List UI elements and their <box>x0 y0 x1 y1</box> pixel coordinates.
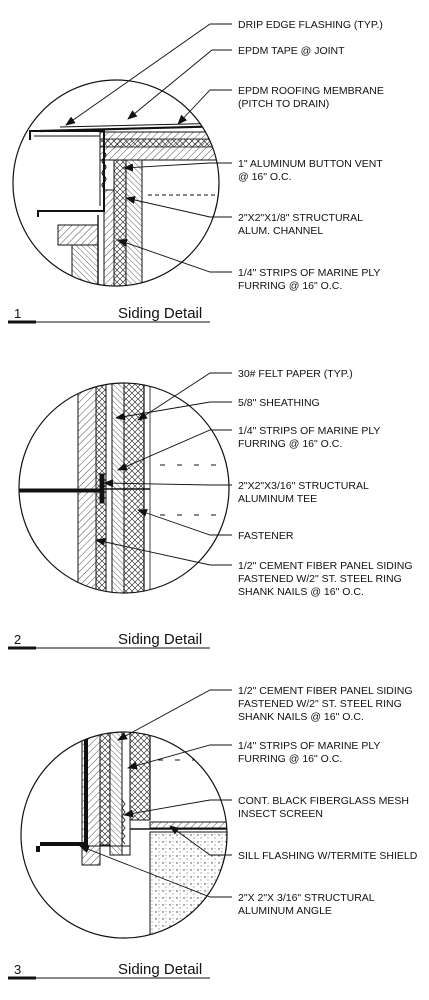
detail-1-label-4-line-1: 1" ALUMINUM BUTTON VENT <box>238 158 383 170</box>
detail-2-label-4-line-2: ALUMINUM TEE <box>238 493 317 505</box>
detail-1: DRIP EDGE FLASHING (TYP.) EPDM TAPE @ JOI… <box>8 19 384 324</box>
detail-1-title-block: 1 Siding Detail <box>8 305 210 324</box>
detail-1-labels: DRIP EDGE FLASHING (TYP.) EPDM TAPE @ JOI… <box>238 19 384 292</box>
detail-3-label-2-line-2: FURRING @ 16" O.C. <box>238 753 342 765</box>
detail-1-section-drawing <box>29 122 219 286</box>
detail-2-label-2-line-1: 5/8" SHEATHING <box>238 397 320 409</box>
detail-3-label-3-line-1: CONT. BLACK FIBERGLASS MESH <box>238 795 409 807</box>
detail-3-label-2-line-1: 1/4" STRIPS OF MARINE PLY <box>238 740 380 752</box>
detail-1-title: Siding Detail <box>118 305 202 322</box>
detail-1-label-5-line-2: ALUM. CHANNEL <box>238 225 323 237</box>
detail-1-number: 1 <box>14 306 21 321</box>
detail-2-labels: 30# FELT PAPER (TYP.) 5/8" SHEATHING 1/4" … <box>238 368 413 598</box>
detail-3-label-1-line-1: 1/2" CEMENT FIBER PANEL SIDING <box>238 685 413 697</box>
detail-1-circle <box>12 79 220 287</box>
detail-1-label-6-line-1: 1/4" STRIPS OF MARINE PLY <box>238 267 380 279</box>
detail-1-label-3-line-2: (PITCH TO DRAIN) <box>238 98 329 110</box>
detail-3-label-1-line-3: SHANK NAILS @ 16" O.C. <box>238 711 364 723</box>
detail-3-label-5-line-2: ALUMINUM ANGLE <box>238 905 332 917</box>
detail-2-label-6-line-3: SHANK NAILS @ 16" O.C. <box>238 586 364 598</box>
detail-3-label-5-line-1: 2"X 2"X 3/16" STRUCTURAL <box>238 892 375 904</box>
detail-2-label-4-line-1: 2"X2"X3/16" STRUCTURAL <box>238 480 369 492</box>
detail-2-circle <box>18 382 230 594</box>
detail-2-label-5-line-1: FASTENER <box>238 530 294 542</box>
detail-1-label-4-line-2: @ 16" O.C. <box>238 171 291 183</box>
detail-3-label-3-line-2: INSECT SCREEN <box>238 808 323 820</box>
detail-2-number: 2 <box>14 632 21 647</box>
detail-2: 30# FELT PAPER (TYP.) 5/8" SHEATHING 1/4" … <box>8 368 413 650</box>
detail-2-leaders <box>95 372 232 566</box>
detail-3-label-4-line-1: SILL FLASHING W/TERMITE SHIELD <box>238 850 418 862</box>
detail-3-title-block: 3 Siding Detail <box>8 961 210 980</box>
detail-1-label-2-line-1: EPDM TAPE @ JOINT <box>238 45 345 57</box>
detail-2-title-block: 2 Siding Detail <box>8 631 210 650</box>
detail-1-label-1-line-1: DRIP EDGE FLASHING (TYP.) <box>238 19 383 31</box>
detail-1-label-6-line-2: FURRING @ 16" O.C. <box>238 280 342 292</box>
detail-2-label-3-line-1: 1/4" STRIPS OF MARINE PLY <box>238 425 380 437</box>
detail-2-label-6-line-1: 1/2" CEMENT FIBER PANEL SIDING <box>238 560 413 572</box>
detail-3-section-drawing <box>36 732 227 938</box>
detail-3-circle <box>20 731 228 939</box>
detail-2-title: Siding Detail <box>118 631 202 648</box>
detail-2-section-drawing <box>19 383 229 593</box>
detail-2-label-3-line-2: FURRING @ 16" O.C. <box>238 438 342 450</box>
detail-1-label-5-line-1: 2"X2"X1/8" STRUCTURAL <box>238 212 363 224</box>
detail-3-number: 3 <box>14 962 21 977</box>
detail-3-leaders <box>79 689 232 898</box>
detail-2-label-6-line-2: FASTENED W/2" ST. STEEL RING <box>238 573 402 585</box>
detail-3-label-1-line-2: FASTENED W/2" ST. STEEL RING <box>238 698 402 710</box>
detail-1-leaders <box>65 23 232 273</box>
detail-2-label-1-line-1: 30# FELT PAPER (TYP.) <box>238 368 353 380</box>
detail-1-label-3-line-1: EPDM ROOFING MEMBRANE <box>238 85 384 97</box>
detail-3-title: Siding Detail <box>118 961 202 978</box>
